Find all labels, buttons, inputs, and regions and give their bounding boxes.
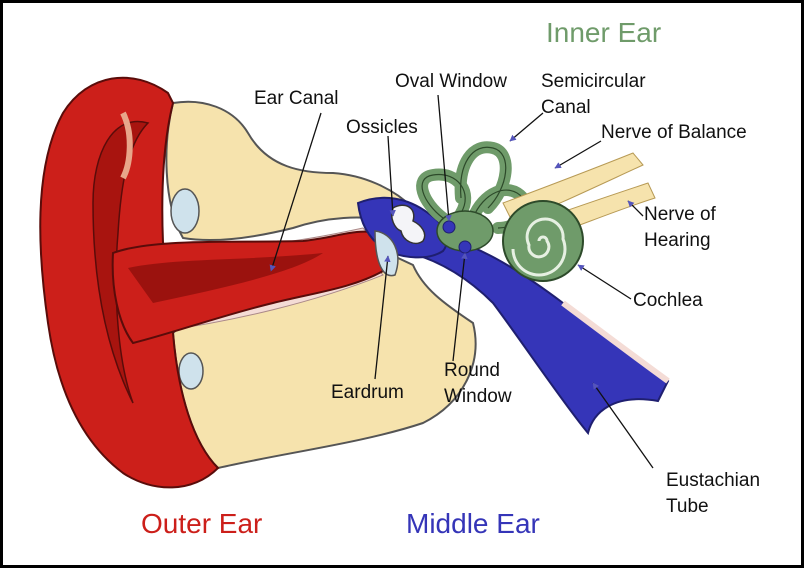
label-eardrum: Eardrum <box>331 382 404 403</box>
label-cochlea: Cochlea <box>633 290 703 311</box>
region-outer-ear: Outer Ear <box>141 508 263 539</box>
label-nerve-of-hearing-line2: Hearing <box>644 230 711 251</box>
label-nerve-of-hearing-line1: Nerve of <box>644 204 716 225</box>
label-ossicles: Ossicles <box>346 117 418 138</box>
region-middle-ear: Middle Ear <box>406 508 540 539</box>
label-round-window-line1: Round <box>444 360 500 381</box>
label-ear-canal: Ear Canal <box>254 88 339 109</box>
label-round-window-line2: Window <box>444 386 512 407</box>
eardrum-shape <box>374 230 399 277</box>
label-semicircular-canal-line1: Semicircular <box>541 71 646 92</box>
label-eustachian-tube-line1: Eustachian <box>666 470 761 491</box>
cochlea-shape <box>502 200 584 282</box>
region-inner-ear: Inner Ear <box>546 17 662 48</box>
label-oval-window: Oval Window <box>395 71 507 92</box>
label-semicircular-canal-line2: Canal <box>541 97 591 118</box>
label-eustachian-tube-line2: Tube <box>666 496 709 517</box>
ossicles-shape <box>390 204 426 245</box>
label-nerve-of-balance: Nerve of Balance <box>601 122 747 143</box>
eustachian-tube <box>401 226 670 436</box>
ear-canal-shape <box>111 230 385 345</box>
leader-lines <box>269 94 654 469</box>
ear-illustration <box>39 76 670 489</box>
